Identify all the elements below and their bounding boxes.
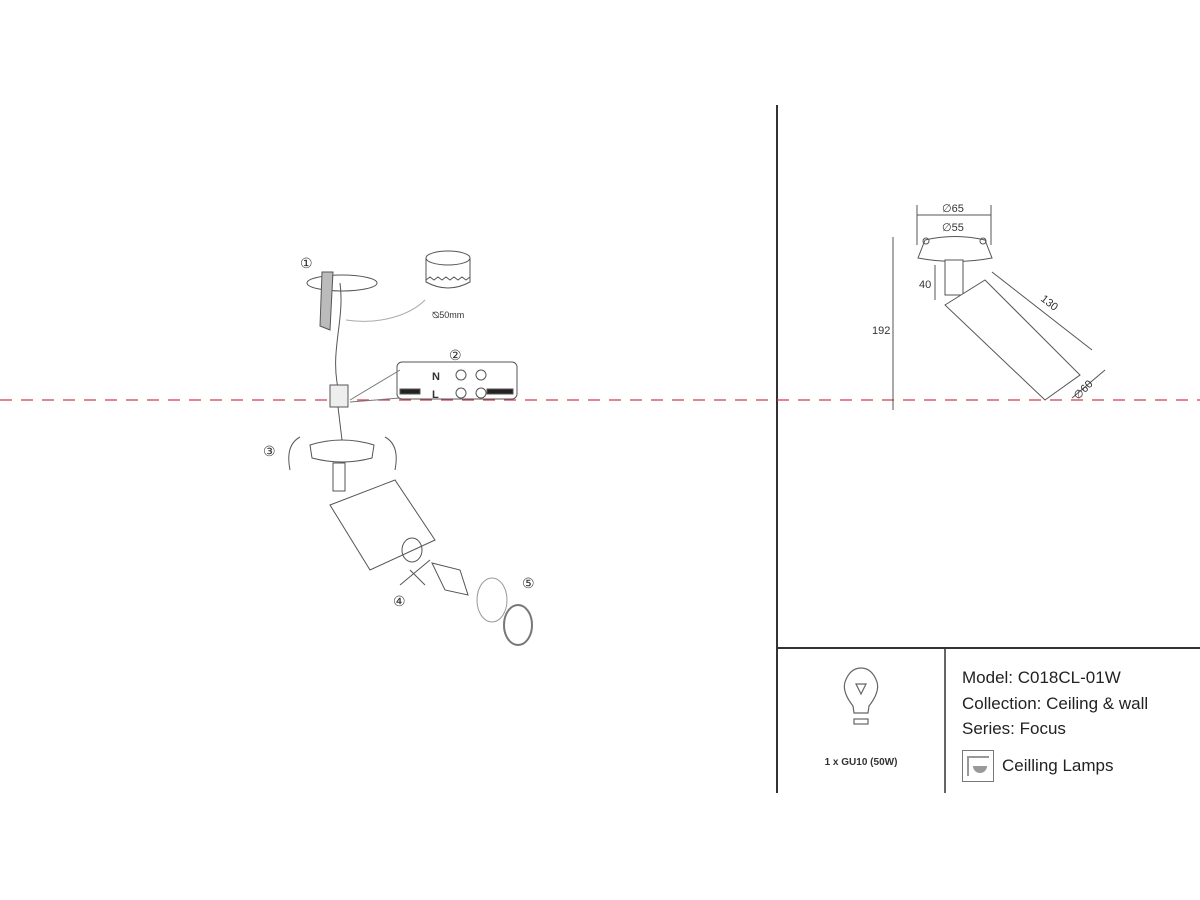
dim-outer-diameter: ∅65 [942,203,964,215]
series-text: Series: Focus [962,719,1066,738]
saw-icon [319,271,334,331]
dimension-diagram [892,205,1106,410]
terminal-n-label: N [432,371,440,383]
step-5-label: ⑤ [522,575,535,591]
dim-body-diameter: ∅60 [1072,378,1096,402]
rotate-arrows [288,436,397,471]
lamp-body [329,479,436,571]
step-4-label: ④ [393,593,406,609]
lamp-socket [401,537,423,563]
hole-size-label: ⦰50mm [432,310,464,320]
cover-ring [476,577,508,623]
terminal-block [396,361,518,400]
ceiling-hole [306,274,378,292]
collection-text: Collection: Ceiling & wall [962,694,1149,713]
hole-saw-icon [425,250,471,289]
bulb-spec: 1 x GU10 (50W) [824,757,898,768]
model-text: Model: C018CL-01W [962,668,1121,687]
dim-cutout-diameter: ∅55 [942,222,964,234]
step-1-label: ① [300,255,313,271]
stem [332,462,346,492]
dim-total-height: 192 [872,325,890,337]
leader-line [345,299,426,322]
clip [399,559,431,586]
connector [329,384,349,408]
dim-stem-height: 40 [919,279,931,291]
installation-diagram [288,250,533,646]
step-3-label: ③ [263,443,276,459]
lock-ring [503,604,533,646]
terminal-l-label: L [432,389,439,401]
step-2-label: ② [449,347,462,363]
category: Ceilling Lamps [962,750,1114,782]
category-label: Ceilling Lamps [1002,756,1114,775]
bulb-icon [843,667,879,725]
ceiling-lamp-icon [962,750,994,782]
gu10-bulb-icon [431,562,469,596]
mount-ring [309,439,375,463]
cable [335,282,342,389]
